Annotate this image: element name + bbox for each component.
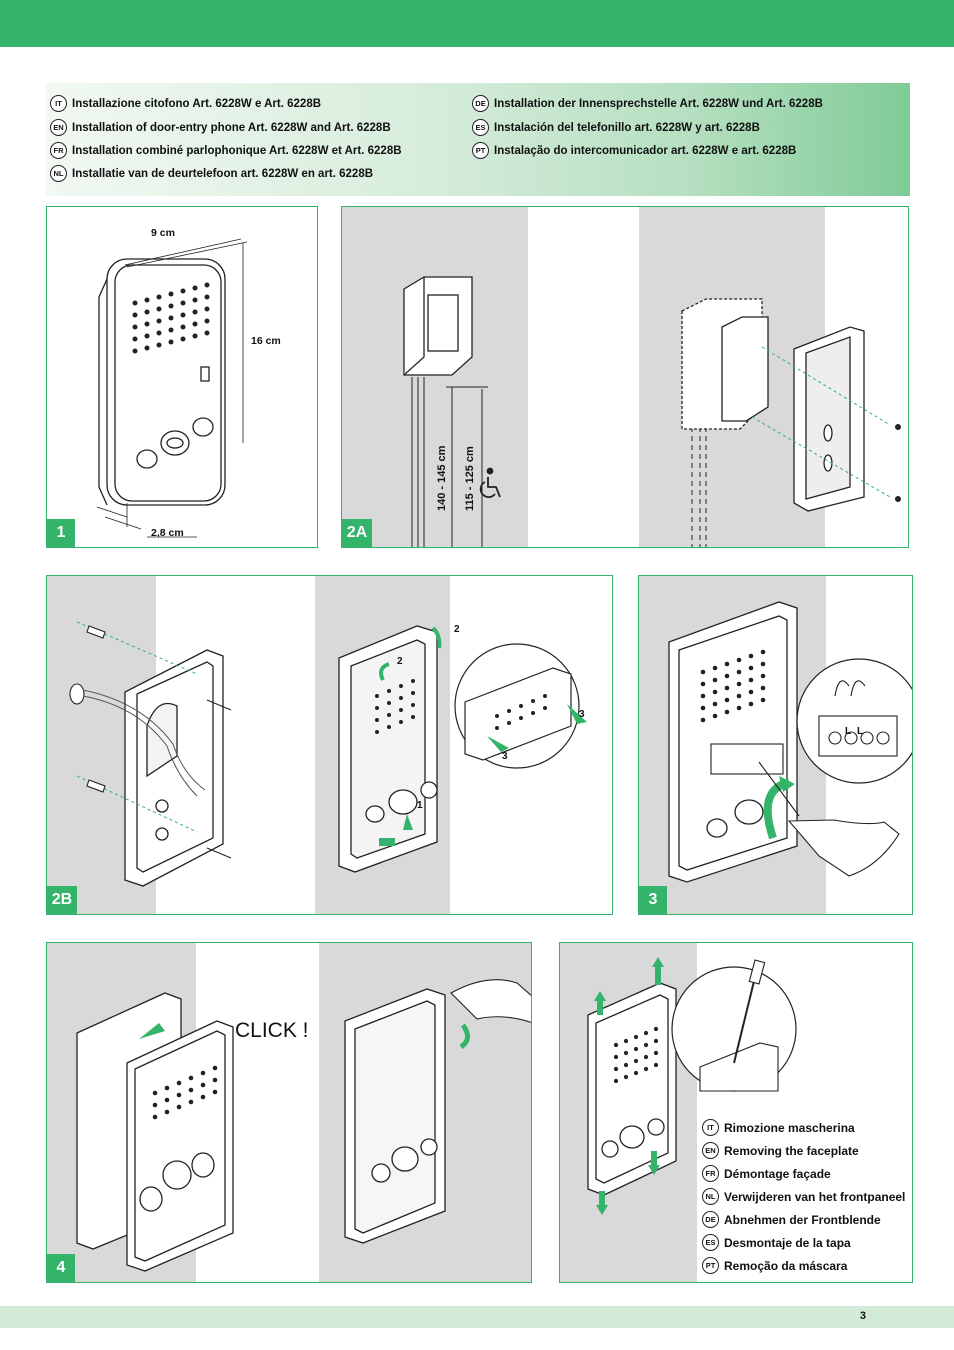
language-code-badge: DE: [702, 1211, 719, 1228]
header-band: [0, 0, 954, 47]
legend-line-nl: NL Verwijderen van het frontpaneel: [702, 1188, 905, 1205]
language-code-badge: EN: [50, 119, 67, 136]
legend-line-it: IT Rimozione mascherina: [702, 1119, 855, 1136]
language-code-badge: EN: [702, 1142, 719, 1159]
base-mounting-illustration: [69, 621, 587, 887]
legend-text: Verwijderen van het frontpaneel: [724, 1189, 906, 1204]
device-dimension-illustration: [96, 238, 248, 538]
panel-2b-base-mounting: 2 2 1 3 3 2B: [46, 575, 613, 915]
intro-line-text: Installation der Innensprechstelle Art. …: [494, 97, 823, 110]
panel-1-dimensions: 9 cm 16 cm 2,8 cm 1: [46, 206, 318, 548]
legend-text: Démontage façade: [724, 1166, 831, 1181]
width-dimension-label: 9 cm: [151, 227, 175, 239]
language-code-badge: ES: [702, 1234, 719, 1251]
legend-text: Rimozione mascherina: [724, 1120, 855, 1135]
depth-dimension-label: 2,8 cm: [151, 527, 184, 539]
legend-text: Abnehmen der Frontblende: [724, 1212, 881, 1227]
step-number-badge: 2A: [342, 519, 372, 547]
legend-line-es: ES Desmontaje de la tapa: [702, 1234, 851, 1251]
language-code-badge: FR: [702, 1165, 719, 1182]
callout-number: 3: [579, 709, 585, 720]
intro-language-block: IT Installazione citofono Art. 6228W e A…: [46, 83, 910, 196]
language-code-badge: PT: [702, 1257, 719, 1274]
legend-line-fr: FR Démontage façade: [702, 1165, 831, 1182]
intro-line-de: DE Installation der Innensprechstelle Ar…: [472, 95, 823, 112]
callout-number: 2: [397, 656, 403, 667]
callout-number: 3: [502, 751, 508, 762]
legend-text: Desmontaje de la tapa: [724, 1235, 851, 1250]
legend-line-de: DE Abnehmen der Frontblende: [702, 1211, 881, 1228]
intro-line-text: Installation combiné parlophonique Art. …: [72, 144, 402, 157]
closing-illustration: [76, 979, 531, 1272]
language-code-badge: NL: [702, 1188, 719, 1205]
step-number-badge: 4: [47, 1254, 75, 1282]
wall-box-illustration: [403, 276, 901, 547]
legend-line-en: EN Removing the faceplate: [702, 1142, 859, 1159]
intro-line-it: IT Installazione citofono Art. 6228W e A…: [50, 95, 321, 112]
intro-line-pt: PT Instalação do intercomunicador art. 6…: [472, 142, 796, 159]
intro-line-text: Installazione citofono Art. 6228W e Art.…: [72, 97, 322, 110]
language-code-badge: FR: [50, 142, 67, 159]
language-code-badge: ES: [472, 119, 489, 136]
panel-3-wiring: L L 3: [638, 575, 913, 915]
wheelchair-icon: [479, 467, 501, 498]
language-code-badge: PT: [472, 142, 489, 159]
footer-band: 3: [0, 1306, 954, 1328]
step-number-badge: 2B: [47, 886, 77, 914]
intro-line-text: Instalação do intercomunicador art. 6228…: [494, 144, 797, 157]
intro-line-text: Installation of door-entry phone Art. 62…: [72, 121, 391, 134]
intro-line-es: ES Instalación del telefonillo art. 6228…: [472, 119, 760, 136]
terminal-label: L: [845, 726, 852, 737]
panel-faceplate-removal: IT Rimozione mascherina EN Removing the …: [559, 942, 913, 1283]
language-code-badge: IT: [50, 95, 67, 112]
callout-number: 2: [454, 624, 460, 635]
panel-2a-wall-box: 140 - 145 cm 115 - 125 cm 2A: [341, 206, 909, 548]
panel-4-closing: CLICK ! 4: [46, 942, 532, 1283]
step-number-badge: 3: [639, 886, 667, 914]
page-number: 3: [859, 1310, 866, 1322]
click-label: CLICK !: [235, 1019, 309, 1042]
legend-line-pt: PT Remoção da máscara: [702, 1257, 847, 1274]
faceplate-removal-illustration: [587, 957, 797, 1215]
callout-number: 1: [417, 800, 423, 811]
step-number-badge: 1: [47, 519, 75, 547]
legend-text: Remoção da máscara: [724, 1258, 848, 1273]
intro-line-text: Installatie van de deurtelefoon art. 622…: [72, 167, 374, 180]
intro-line-nl: NL Installatie van de deurtelefoon art. …: [50, 165, 373, 182]
intro-line-text: Instalación del telefonillo art. 6228W y…: [494, 121, 760, 134]
language-code-badge: NL: [50, 165, 67, 182]
intro-line-en: EN Installation of door-entry phone Art.…: [50, 119, 391, 136]
language-code-badge: DE: [472, 95, 489, 112]
terminal-label: L: [857, 726, 864, 737]
wiring-illustration: [668, 601, 912, 883]
language-code-badge: IT: [702, 1119, 719, 1136]
legend-text: Removing the faceplate: [724, 1143, 859, 1158]
intro-line-fr: FR Installation combiné parlophonique Ar…: [50, 142, 402, 159]
height-dimension-label: 16 cm: [251, 335, 281, 347]
